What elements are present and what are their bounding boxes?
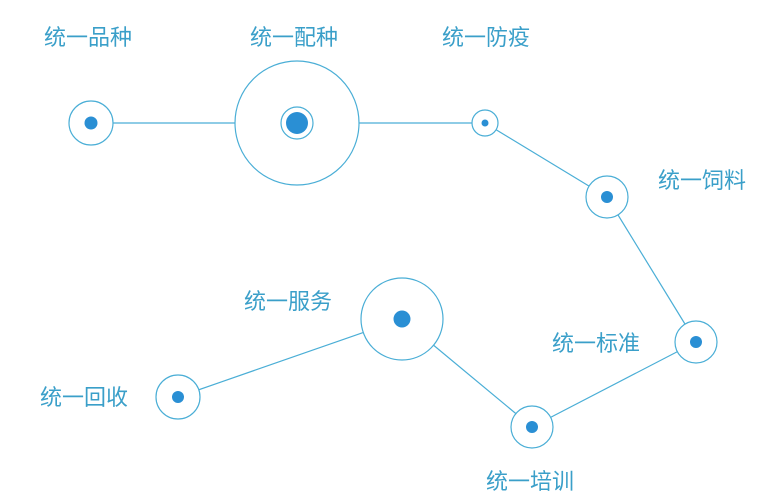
node-dot-n7 <box>393 310 411 328</box>
node-label-n5: 统一标准 <box>552 332 640 357</box>
node-label-n4: 统一饲料 <box>658 169 746 194</box>
node-dot-n1 <box>84 116 98 130</box>
node-dot-n8 <box>172 391 184 403</box>
node-n5 <box>674 320 718 364</box>
node-dot-n6 <box>526 421 538 433</box>
node-label-n2: 统一配种 <box>250 26 338 51</box>
node-n3 <box>471 109 499 137</box>
node-label-n3: 统一防疫 <box>442 26 530 51</box>
node-n6 <box>510 405 554 449</box>
node-label-n8: 统一回收 <box>40 386 128 411</box>
node-dot-n5 <box>690 336 702 348</box>
node-n7 <box>360 277 444 361</box>
edge-n3-n4 <box>484 122 608 198</box>
node-n4 <box>585 175 629 219</box>
node-dot-n4 <box>601 191 613 203</box>
node-n8 <box>155 374 201 420</box>
node-layer <box>68 60 718 449</box>
edge-n4-n5 <box>606 196 697 343</box>
node-dot-n2 <box>286 112 308 134</box>
node-dot-n3 <box>481 119 489 127</box>
label-layer: 统一品种 统一配种 统一防疫 统一饲料 统一标准 统一培训 统一服务 统一回收 <box>40 26 746 494</box>
edge-n5-n6 <box>531 341 697 428</box>
node-n2 <box>234 60 360 186</box>
node-n1 <box>68 100 114 146</box>
node-label-n1: 统一品种 <box>44 26 132 51</box>
node-label-n6: 统一培训 <box>486 470 574 494</box>
node-label-n7: 统一服务 <box>244 290 332 315</box>
